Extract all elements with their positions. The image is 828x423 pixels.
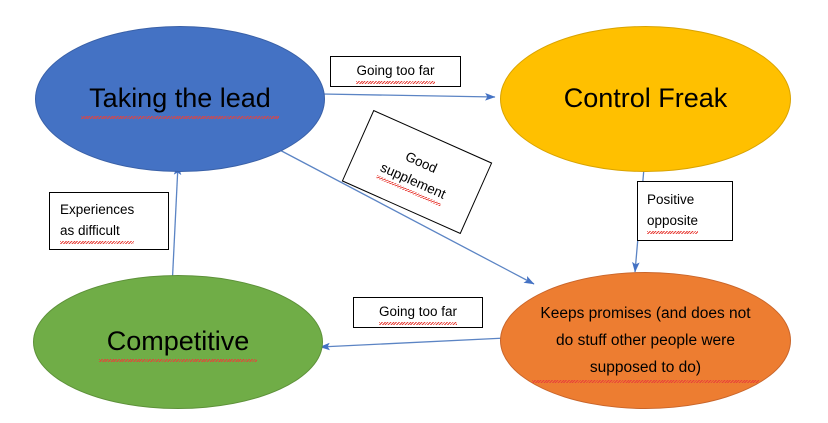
- node-competitive[interactable]: Competitive: [33, 275, 323, 409]
- node-control-freak[interactable]: Control Freak: [500, 26, 791, 172]
- node-keeps-promises-label: Keeps promises (and does not do stuff ot…: [532, 300, 759, 384]
- edge-lead-to-control: [321, 93, 496, 101]
- edge-lead-to-keeps: [273, 146, 535, 285]
- edge-label-positive-opposite[interactable]: Positive opposite: [637, 181, 733, 241]
- edge-label-going-too-far-top-text: Going too far: [356, 61, 435, 84]
- edge-keeps-to-competitive: [319, 337, 507, 351]
- node-control-freak-label: Control Freak: [563, 83, 728, 114]
- edge-label-experiences-as-difficult[interactable]: Experiences as difficult: [49, 192, 169, 250]
- edge-label-experiences-as-difficult-text: Experiences as difficult: [60, 200, 135, 244]
- node-competitive-label: Competitive: [98, 324, 258, 362]
- edge-label-going-too-far-bottom-text: Going too far: [378, 302, 458, 325]
- node-taking-the-lead-label: Taking the lead: [81, 81, 279, 119]
- node-taking-the-lead[interactable]: Taking the lead: [35, 26, 325, 172]
- edge-label-positive-opposite-text: Positive opposite: [647, 190, 699, 234]
- edge-label-good-supplement-text: Good supplement: [377, 140, 457, 204]
- node-keeps-promises[interactable]: Keeps promises (and does not do stuff ot…: [500, 272, 791, 409]
- edge-label-going-too-far-top[interactable]: Going too far: [330, 56, 461, 87]
- edge-competitive-to-lead: [171, 164, 182, 289]
- edge-label-going-too-far-bottom[interactable]: Going too far: [353, 297, 483, 328]
